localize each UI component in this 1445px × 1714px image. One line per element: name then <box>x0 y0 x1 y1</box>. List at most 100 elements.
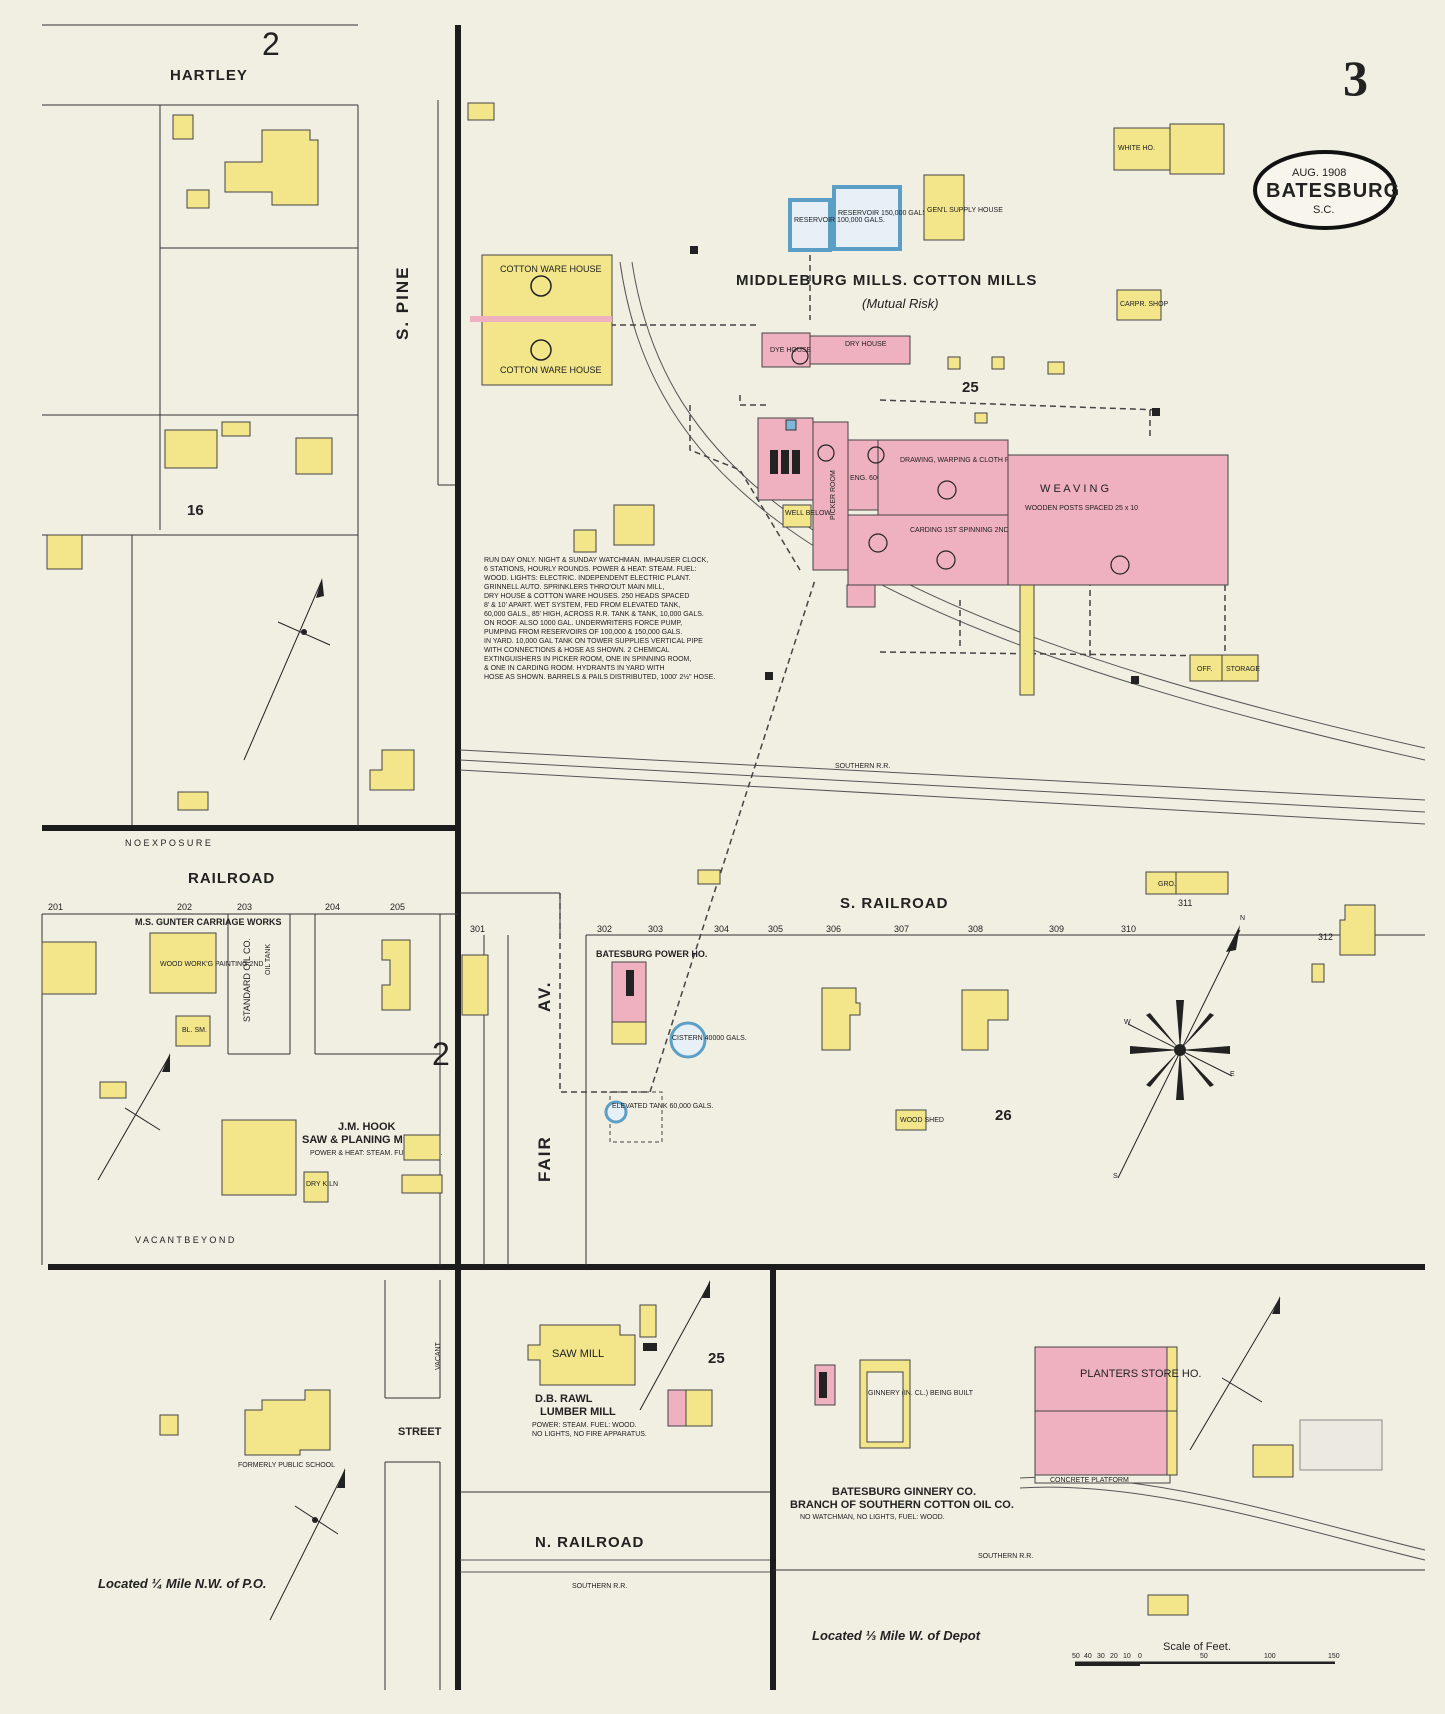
scale-tick: 0 <box>1138 1653 1142 1660</box>
weaving-note: WOODEN POSTS SPACED 25 x 10 <box>1025 505 1138 512</box>
ginnery-block: GINNERY (IN. CL.) BEING BUILT BATESBURG … <box>790 1346 1383 1643</box>
white-ho-label: WHITE HO. <box>1118 145 1155 152</box>
cotton-ware-house-2: COTTON WARE HOUSE <box>500 365 602 375</box>
dry-kiln-label: DRY KILN <box>306 1181 338 1188</box>
rawl-lumber-mill: SAW MILL 25 D.B. RAWL LUMBER MILL POWER:… <box>527 1304 725 1590</box>
block-power-house: FAIR AV. BATESBURG POWER HO. CISTERN 400… <box>461 869 1376 1182</box>
hook-mill-note: POWER & HEAT: STEAM. FUEL: WASTE. <box>310 1150 443 1157</box>
lot-number: 306 <box>826 924 841 934</box>
mill-subtitle: (Mutual Risk) <box>862 296 939 311</box>
off-label: OFF. <box>1197 666 1212 673</box>
north-arrow-2 <box>97 1053 171 1181</box>
hook-mill-label-2: SAW & PLANING MILL. <box>302 1134 422 1146</box>
compass-e: E <box>1230 1071 1235 1078</box>
power-house-label: BATESBURG POWER HO. <box>596 949 707 959</box>
scale-tick: 100 <box>1264 1653 1276 1660</box>
lot-number: 301 <box>470 924 485 934</box>
lot-number: 204 <box>325 902 340 912</box>
north-arrow-3 <box>269 1468 346 1621</box>
lot-number: 201 <box>48 902 63 912</box>
block-number-2-mid: 2 <box>432 1036 450 1072</box>
scale-title: Scale of Feet. <box>1163 1641 1231 1653</box>
ginnery-co-label-1: BATESBURG GINNERY CO. <box>832 1486 976 1498</box>
description-line: WITH CONNECTIONS & HOSE AS SHOWN. 2 CHEM… <box>484 647 670 654</box>
north-arrow-4 <box>639 1280 711 1411</box>
wood-shed-label: WOOD SHED <box>900 1117 944 1124</box>
lot-number: 305 <box>768 924 783 934</box>
saw-mill-label: SAW MILL <box>552 1348 604 1360</box>
block-bottom-west: VACANT STREET FORMERLY PUBLIC SCHOOL Loc… <box>98 1341 442 1591</box>
middleburg-mills: COTTON WARE HOUSE COTTON WARE HOUSE RESE… <box>470 123 1260 696</box>
rawl-label-1: D.B. RAWL <box>535 1393 593 1405</box>
oil-tank-label: OIL TANK <box>265 944 272 975</box>
railroad-label-3: SOUTHERN R.R. <box>978 1553 1033 1560</box>
cartouche: AUG. 1908 BATESBURG S.C. <box>1253 150 1399 230</box>
reservoir-1-label: RESERVOIR 100,000 GALS. <box>794 217 885 224</box>
compass-s: S <box>1113 1173 1118 1180</box>
lot-number: 304 <box>714 924 729 934</box>
gro-label: GRO. <box>1158 881 1176 888</box>
formerly-school-label: FORMERLY PUBLIC SCHOOL <box>238 1462 335 1469</box>
description-line: HOSE AS SHOWN. BARRELS & PAILS DISTRIBUT… <box>484 673 715 681</box>
lot-number: 203 <box>237 902 252 912</box>
vacant-beyond-note: V A C A N T B E Y O N D <box>135 1235 235 1245</box>
north-arrow-5 <box>1189 1296 1281 1451</box>
railroad-label: SOUTHERN R.R. <box>835 763 890 770</box>
block-number-16: 16 <box>187 502 204 519</box>
cartouche-date: AUG. 1908 <box>1292 167 1346 179</box>
ginnery-co-label-2: BRANCH OF SOUTHERN COTTON OIL CO. <box>790 1499 1014 1511</box>
planters-label: PLANTERS STORE HO. <box>1080 1368 1201 1380</box>
description-line: WOOD. LIGHTS: ELECTRIC. INDEPENDENT ELEC… <box>484 575 690 582</box>
lot-number: 310 <box>1121 924 1136 934</box>
railroad-tracks <box>459 261 1426 1573</box>
rawl-note-1: POWER: STEAM. FUEL: WOOD. <box>532 1422 637 1429</box>
description-line: RUN DAY ONLY. NIGHT & SUNDAY WATCHMAN. I… <box>484 557 708 564</box>
carding-room-label: CARDING 1ST SPINNING 2ND SPINNING & CARD… <box>910 527 1101 534</box>
lot-number: 202 <box>177 902 192 912</box>
storage-label: STORAGE <box>1226 666 1260 673</box>
compass-w: W <box>1124 1019 1131 1026</box>
street-n-railroad: N. RAILROAD <box>535 1534 644 1551</box>
lot-numbers: 201 202 203 204 205 301 302 303 304 305 … <box>48 898 1333 942</box>
lot-number: 303 <box>648 924 663 934</box>
street-railroad: RAILROAD <box>188 870 275 887</box>
lot-number: 309 <box>1049 924 1064 934</box>
ginnery-label: GINNERY (IN. CL.) BEING BUILT <box>868 1390 974 1397</box>
cartouche-state: S.C. <box>1313 204 1334 216</box>
vacant-label: VACANT <box>435 1341 442 1370</box>
street-grid <box>41 24 1425 1690</box>
description-line: GRINNELL AUTO. SPRINKLERS THRO'OUT MAIN … <box>484 584 664 591</box>
block-number-25-top: 25 <box>962 379 979 396</box>
sheet-number: 3 <box>1343 50 1368 106</box>
street-s-railroad: S. RAILROAD <box>840 895 949 912</box>
located-w-note: Located ⅓ Mile W. of Depot <box>812 1628 981 1643</box>
description-line: 6 STATIONS, HOURLY ROUNDS. POWER & HEAT:… <box>484 566 697 573</box>
block-2-top: 2 HARTLEY S. PINE 16 <box>46 26 495 811</box>
railroad-label-2: SOUTHERN R.R. <box>572 1583 627 1590</box>
scale-tick: 40 <box>1084 1653 1092 1660</box>
cotton-ware-house-1: COTTON WARE HOUSE <box>500 264 602 274</box>
elevated-tank-label: ELEVATED TANK 60,000 GALS. <box>612 1103 713 1110</box>
weaving-label: W E A V I N G <box>1040 483 1109 495</box>
description-line: PUMPING FROM RESERVOIRS OF 100,000 & 150… <box>484 629 682 636</box>
scale-tick: 50 <box>1072 1653 1080 1660</box>
no-exposure-note: N O E X P O S U R E <box>125 838 211 848</box>
ginnery-note: NO WATCHMAN, NO LIGHTS, FUEL: WOOD. <box>800 1514 945 1521</box>
lot-number: 308 <box>968 924 983 934</box>
located-nw-note: Located ¼ Mile N.W. of P.O. <box>98 1576 267 1591</box>
concrete-label: CONCRETE PLATFORM <box>1050 1477 1129 1484</box>
hook-mill-label-1: J.M. HOOK <box>338 1121 396 1133</box>
lot-number: 205 <box>390 902 405 912</box>
scale-tick: 10 <box>1123 1653 1131 1660</box>
north-arrow-1 <box>243 578 331 761</box>
compass-n: N <box>1240 915 1245 922</box>
wood-work-label: WOOD WORK'G PAINTING 2ND <box>160 961 264 968</box>
description-line: DRY HOUSE & COTTON WARE HOUSES. 250 HEAD… <box>484 593 689 600</box>
scale-tick: 50 <box>1200 1653 1208 1660</box>
lot-number: 302 <box>597 924 612 934</box>
lot-number: 307 <box>894 924 909 934</box>
description-line: 60,000 GALS., 85' HIGH, ACROSS R.R. TANK… <box>484 611 704 618</box>
description-line: 8' & 10' APART. WET SYSTEM, FED FROM ELE… <box>484 602 680 609</box>
mill-description: RUN DAY ONLY. NIGHT & SUNDAY WATCHMAN. I… <box>484 557 715 681</box>
